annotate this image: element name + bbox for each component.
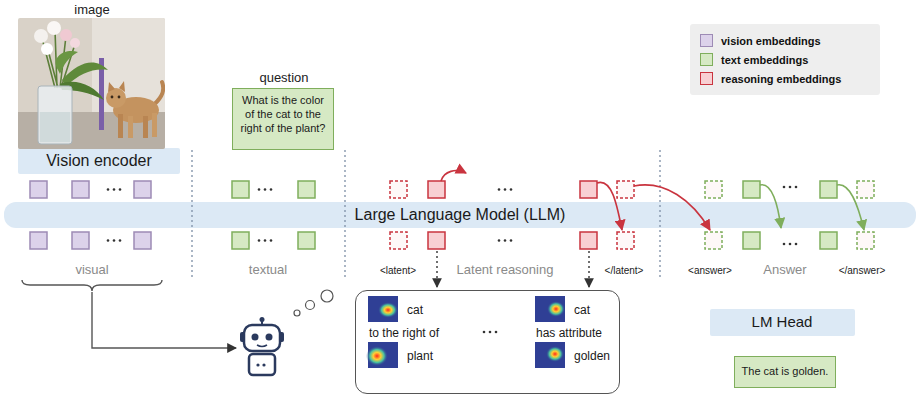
ellipsis-dot	[783, 243, 786, 246]
legend-swatch	[700, 53, 713, 66]
brace	[22, 280, 162, 291]
ellipsis-dot	[504, 188, 507, 191]
embedding-square	[298, 181, 315, 198]
token-tag: <latent>	[380, 265, 416, 276]
embedding-square	[705, 181, 722, 198]
ellipsis-dot	[483, 331, 486, 334]
embedding-square	[30, 181, 47, 198]
heatmap-thumbnails	[366, 296, 565, 368]
ellipsis-dot	[495, 331, 498, 334]
ellipsis-dot	[795, 186, 798, 189]
photo	[18, 18, 165, 149]
legend-text: text embeddings	[721, 54, 808, 66]
embedding-square	[232, 232, 249, 249]
robot-icon	[240, 317, 284, 375]
probe-arrows	[437, 251, 589, 287]
embedding-square	[134, 181, 151, 198]
embedding-square	[580, 181, 597, 198]
separator	[192, 150, 660, 278]
segment-label: Answer	[763, 262, 806, 277]
encoder-box: Vision encoder	[18, 148, 180, 173]
image-label: image	[74, 2, 109, 17]
box-heading: question	[233, 70, 335, 85]
leader-arrow	[92, 292, 236, 348]
legend-swatch	[700, 72, 713, 85]
ellipsis-dot	[504, 239, 507, 242]
embedding-square	[705, 232, 722, 249]
ellipsis-dot	[113, 188, 116, 191]
embedding-squares	[30, 181, 874, 249]
ellipsis-dot	[264, 239, 267, 242]
embedding-square	[390, 232, 407, 249]
ellipsis-dots	[107, 186, 798, 334]
embedding-square	[580, 232, 597, 249]
token-tag: </answer>	[839, 265, 886, 276]
embedding-square	[428, 232, 445, 249]
embedding-square	[30, 232, 47, 249]
head-box: LM Head	[710, 309, 855, 336]
embedding-square	[743, 181, 760, 198]
concept-text: plant	[407, 349, 433, 363]
segment-label: textual	[249, 262, 287, 277]
ellipsis-dot	[107, 188, 110, 191]
segment-label: Latent reasoning	[457, 262, 554, 277]
ellipsis-dot	[119, 239, 122, 242]
ellipsis-dot	[107, 239, 110, 242]
token-tag: <answer>	[688, 265, 732, 276]
answer-box: The cat is golden.	[734, 356, 837, 388]
concept-text: cat	[407, 303, 423, 317]
box-text: Large Language Model (LLM)	[355, 205, 566, 224]
token-tag: </latent>	[605, 265, 644, 276]
legend-text: vision embeddings	[721, 35, 821, 47]
embedding-square	[390, 181, 407, 198]
embedding-square	[298, 232, 315, 249]
concept-text: to the right of	[369, 326, 439, 340]
embedding-square	[72, 232, 89, 249]
concept-text: has attribute	[536, 326, 602, 340]
ellipsis-dot	[789, 243, 792, 246]
embedding-square	[428, 181, 445, 198]
embedding-square	[617, 181, 634, 198]
concept-text: cat	[574, 303, 590, 317]
question-box: questionWhat is the color of the cat to …	[232, 88, 334, 150]
thought-bubbles	[294, 290, 333, 316]
embedding-square	[820, 181, 837, 198]
ellipsis-dot	[795, 243, 798, 246]
embedding-square	[857, 181, 874, 198]
embedding-square	[820, 232, 837, 249]
ellipsis-dot	[264, 188, 267, 191]
ellipsis-dot	[258, 239, 261, 242]
embedding-square	[134, 232, 151, 249]
ellipsis-dot	[510, 239, 513, 242]
embedding-square	[743, 232, 760, 249]
ellipsis-dot	[119, 188, 122, 191]
box-text: What is the color of the cat to the righ…	[238, 93, 328, 135]
legend: vision embeddings text embeddings reasonin…	[690, 24, 880, 95]
ellipsis-dot	[489, 331, 492, 334]
embedding-square	[72, 181, 89, 198]
box-text: LM Head	[752, 313, 813, 331]
ellipsis-dot	[270, 188, 273, 191]
embedding-square	[232, 181, 249, 198]
ellipsis-dot	[270, 239, 273, 242]
ellipsis-dot	[789, 186, 792, 189]
ellipsis-dot	[783, 186, 786, 189]
legend-swatch	[700, 34, 713, 47]
legend-text: reasoning embeddings	[721, 73, 841, 85]
ellipsis-dot	[113, 239, 116, 242]
embedding-square	[857, 232, 874, 249]
box-text: Vision encoder	[46, 151, 152, 170]
segment-label: visual	[75, 262, 108, 277]
ellipsis-dot	[510, 188, 513, 191]
feedback-arrows	[441, 171, 864, 230]
ellipsis-dot	[258, 188, 261, 191]
concept-text: golden	[574, 349, 610, 363]
ellipsis-dot	[498, 239, 501, 242]
box-text: The cat is golden.	[742, 365, 829, 378]
ellipsis-dot	[498, 188, 501, 191]
embedding-square	[617, 232, 634, 249]
